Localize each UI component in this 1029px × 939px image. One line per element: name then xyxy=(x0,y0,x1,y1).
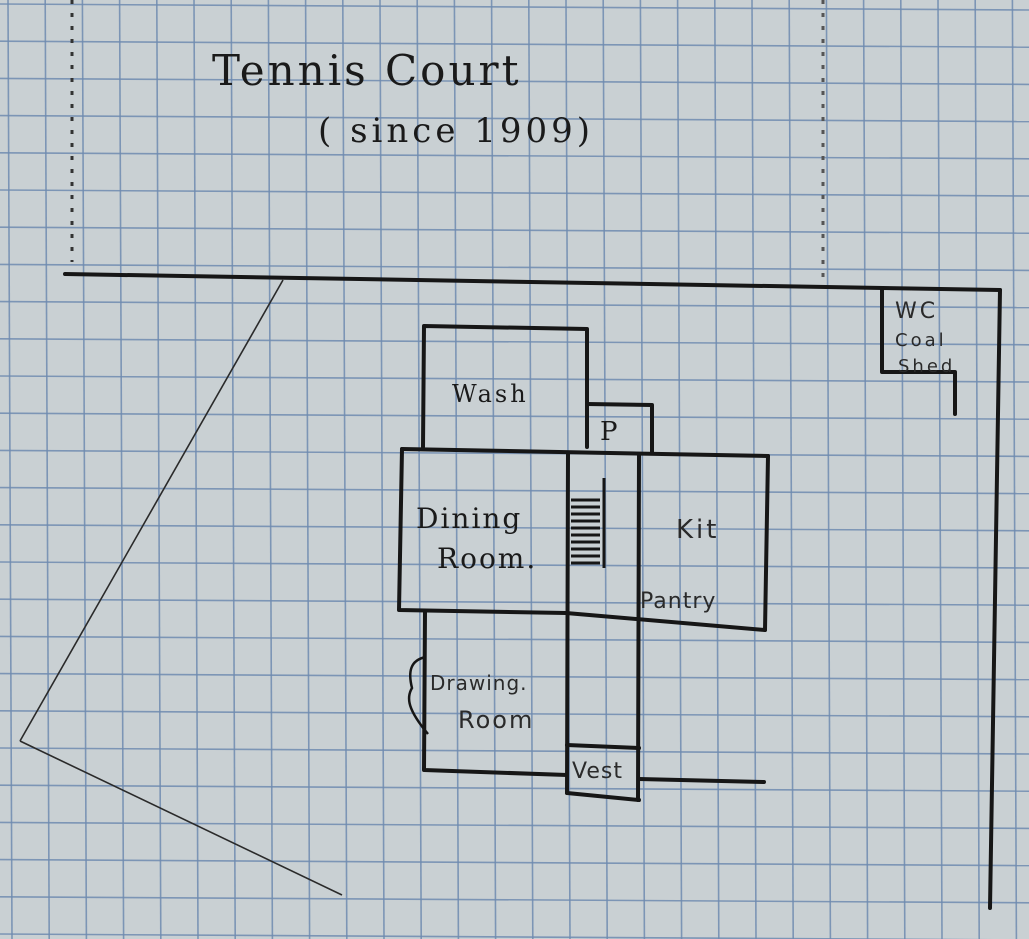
grid-line-vertical xyxy=(44,0,50,939)
kitchen-label: Kit xyxy=(676,515,719,545)
boundary-wall-right xyxy=(988,288,1002,910)
grid-line-horizontal xyxy=(0,710,1029,718)
grid-line-vertical xyxy=(118,0,125,939)
coal-shed-label-1: Coal xyxy=(895,330,947,351)
grid-line-vertical xyxy=(156,0,162,939)
bay-window-bracket xyxy=(407,655,429,735)
grid-line-horizontal xyxy=(0,338,1029,346)
grid-line-vertical xyxy=(751,0,757,939)
grid-line-horizontal xyxy=(0,486,1029,495)
dining-room-outline xyxy=(397,447,568,615)
passage-wall-right xyxy=(636,453,641,802)
grid-line-vertical xyxy=(788,0,795,939)
grid-line-horizontal xyxy=(0,300,1029,309)
p-label: P xyxy=(600,417,618,447)
grid-line-horizontal xyxy=(0,635,1029,644)
grid-line-vertical xyxy=(713,0,720,939)
dining-room-label-2: Room. xyxy=(437,542,537,575)
grid-line-horizontal xyxy=(0,114,1029,123)
grid-line-vertical xyxy=(341,0,348,939)
grid-line-vertical xyxy=(304,0,311,939)
grid-line-vertical xyxy=(825,0,832,939)
passage-wall-left xyxy=(565,451,570,795)
grid-line-vertical xyxy=(230,0,236,939)
grid-line-horizontal xyxy=(0,77,1029,86)
grid-line-horizontal xyxy=(0,933,995,939)
grid-line-vertical xyxy=(899,0,906,939)
plan-subtitle: ( since 1909) xyxy=(318,111,594,151)
dining-room-label-1: Dining xyxy=(416,502,522,535)
grid-line-horizontal xyxy=(0,672,1029,681)
boundary-wall-top xyxy=(63,272,1002,292)
grid-line-horizontal xyxy=(0,152,1029,160)
grid-line-vertical xyxy=(974,0,981,939)
grid-line-horizontal xyxy=(0,226,1029,234)
vest-label: Vest xyxy=(572,759,623,784)
grid-line-vertical xyxy=(453,0,460,939)
grid-line-vertical xyxy=(490,0,497,939)
grid-line-vertical xyxy=(193,0,199,939)
pantry-label: Pantry xyxy=(640,589,716,614)
grid-line-vertical xyxy=(416,0,423,939)
house-wall-right xyxy=(763,454,770,632)
grid-line-horizontal xyxy=(0,40,1029,48)
diagonal-boundary-upper xyxy=(19,279,284,742)
grid-line-horizontal xyxy=(0,3,1029,11)
grid-line-vertical xyxy=(1011,0,1018,939)
diagonal-boundary-lower xyxy=(19,740,343,896)
grid-line-horizontal xyxy=(0,598,1029,606)
grid-line-horizontal xyxy=(0,561,1029,569)
grid-line-vertical xyxy=(937,0,943,939)
wc-label: WC xyxy=(895,299,938,324)
grid-line-vertical xyxy=(81,0,88,939)
grid-line-vertical xyxy=(639,0,646,939)
grid-line-vertical xyxy=(267,0,274,939)
wash-label: Wash xyxy=(452,380,529,408)
wc-coal-shed-outline xyxy=(880,288,957,416)
grid-line-horizontal xyxy=(0,784,1029,792)
p-closet-outline xyxy=(585,402,654,455)
rear-wall-bottom xyxy=(637,777,766,784)
grid-line-horizontal xyxy=(0,821,1029,830)
pantry-wall xyxy=(564,611,767,632)
drawing-room-label-1: Drawing. xyxy=(430,671,528,695)
grid-line-horizontal xyxy=(0,375,1029,383)
vest-wall-bottom xyxy=(565,791,641,802)
grid-line-horizontal xyxy=(0,412,1029,420)
grid-line-horizontal xyxy=(0,449,1029,458)
grid-line-horizontal xyxy=(0,858,1029,867)
grid-line-horizontal xyxy=(0,896,1029,904)
grid-line-vertical xyxy=(7,0,13,939)
drawing-room-outline xyxy=(422,610,569,777)
staircase xyxy=(571,478,606,568)
coal-shed-label-2: Shed xyxy=(898,356,955,377)
plan-title: Tennis Court xyxy=(212,46,521,95)
grid-line-horizontal xyxy=(0,747,1029,755)
grid-line-vertical xyxy=(676,0,683,939)
grid-line-horizontal xyxy=(0,524,1029,532)
drawing-room-label-2: Room xyxy=(458,706,534,734)
house-wall-top xyxy=(400,447,770,458)
grid-line-horizontal xyxy=(0,189,1029,197)
grid-line-vertical xyxy=(862,0,869,939)
wash-room-outline xyxy=(421,324,589,449)
grid-line-horizontal xyxy=(0,263,1029,272)
vest-wall-top xyxy=(565,743,641,750)
grid-line-vertical xyxy=(379,0,385,939)
